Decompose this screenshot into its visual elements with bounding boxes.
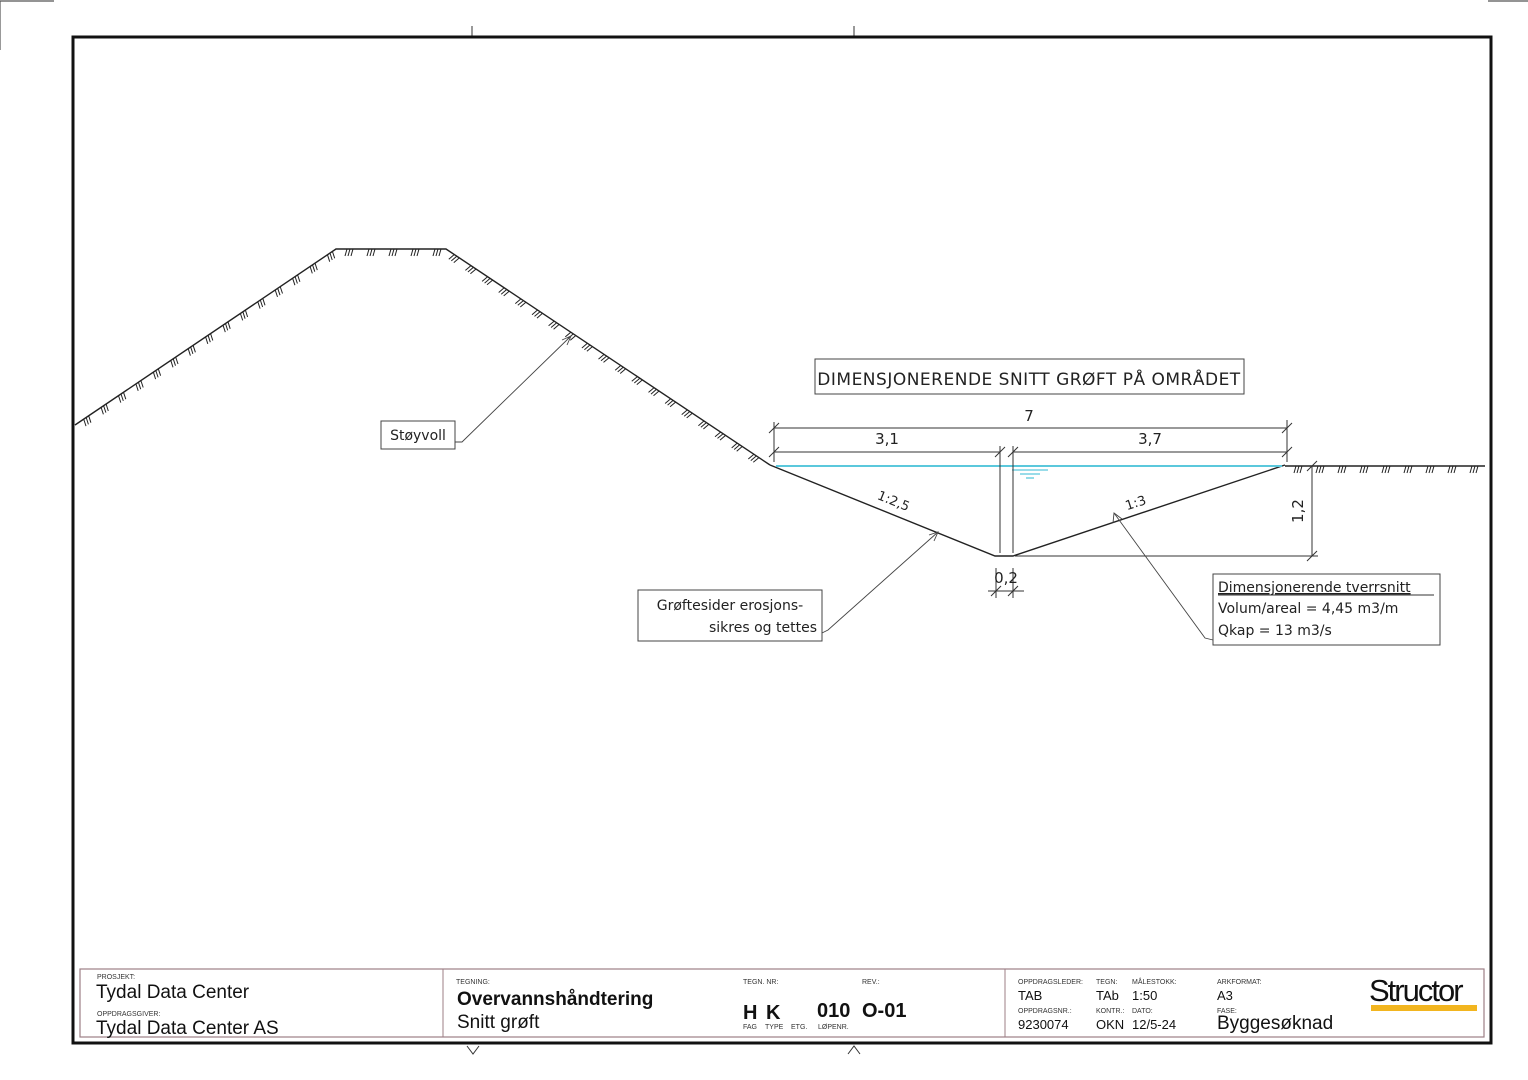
date-label: DATO: — [1132, 1008, 1153, 1015]
sequence-label: LØPENR. — [818, 1024, 849, 1031]
manager-value: TAB — [1018, 988, 1042, 1003]
floor-label: ETG. — [791, 1024, 807, 1031]
section-heading-text: DIMENSJONERENDE SNITT GRØFT PÅ OMRÅDET — [817, 368, 1241, 390]
project-name: Tydal Data Center — [96, 982, 250, 1003]
format-value: A3 — [1217, 988, 1233, 1003]
client-label: OPPDRAGSGIVER: — [97, 1011, 160, 1018]
manager-label: OPPDRAGSLEDER: — [1018, 979, 1083, 986]
drawing-frame — [71, 35, 1493, 1045]
drawn-value: TAb — [1096, 988, 1119, 1003]
dim-total-width: 7 — [1024, 407, 1034, 425]
callout-ditch-sides: Grøftesider erosjons- sikres og tettes — [637, 531, 939, 642]
discipline-label: FAG — [743, 1024, 757, 1031]
crest-hatching — [344, 248, 442, 257]
dimension-texts: 7 3,1 3,7 0,2 1,2 1:2,5 1:3 — [875, 407, 1307, 587]
revision-label: REV.: — [862, 979, 880, 986]
dim-depth: 1,2 — [1289, 499, 1307, 523]
format-label: ARKFORMAT: — [1217, 979, 1262, 986]
drawn-label: TEGN: — [1096, 979, 1117, 986]
dim-bottom-width: 0,2 — [994, 569, 1018, 587]
dim-left-width: 3,1 — [875, 430, 899, 448]
callout-embankment: Støyvoll — [380, 335, 572, 450]
drawing-title: Overvannshåndtering — [457, 989, 653, 1010]
back-slope-hatching — [448, 254, 760, 463]
dim-right-width: 3,7 — [1138, 430, 1162, 448]
logo-text: Structor — [1369, 973, 1463, 1008]
design-section-volume: Volum/areal = 4,45 m3/m — [1218, 601, 1398, 617]
slope-right-ratio: 1:3 — [1124, 493, 1149, 514]
job-number-value: 9230074 — [1018, 1017, 1069, 1032]
job-number-label: OPPDRAGSNR.: — [1018, 1008, 1072, 1015]
project-label: PROSJEKT: — [97, 974, 135, 981]
design-section-capacity: Qkap = 13 m3/s — [1218, 623, 1332, 639]
design-section-title: Dimensjonerende tverrsnitt — [1218, 580, 1411, 596]
checked-label: KONTR.: — [1096, 1008, 1124, 1015]
sequence-number: 010 — [817, 1000, 850, 1022]
section-heading: DIMENSJONERENDE SNITT GRØFT PÅ OMRÅDET — [814, 358, 1245, 395]
type-code: K — [766, 1002, 781, 1024]
callout-design-section: Dimensjonerende tverrsnitt Volum/areal =… — [1112, 512, 1441, 646]
terrain-profile — [74, 248, 1485, 557]
revision-code: O-01 — [862, 1000, 906, 1022]
callout-ditch-sides-line1: Grøftesider erosjons- — [657, 598, 803, 614]
ground-hatching — [1293, 465, 1479, 474]
dimension-lines — [768, 420, 1318, 598]
discipline-code: H — [743, 1002, 757, 1024]
type-label: TYPE — [765, 1024, 784, 1031]
drawing-label: TEGNING: — [456, 979, 490, 986]
slope-left-ratio: 1:2,5 — [875, 489, 912, 515]
phase-label: FASE: — [1217, 1008, 1237, 1015]
phase-value: Byggesøknad — [1217, 1013, 1333, 1034]
callout-ditch-sides-line2: sikres og tettes — [709, 620, 817, 636]
scale-label: MÅLESTOKK: — [1132, 977, 1177, 986]
callout-embankment-text: Støyvoll — [390, 428, 446, 444]
client-name: Tydal Data Center AS — [96, 1018, 279, 1039]
trim-marks — [0, 0, 1528, 50]
logo-bar — [1371, 1005, 1477, 1011]
checked-value: OKN — [1096, 1017, 1124, 1032]
date-value: 12/5-24 — [1132, 1017, 1176, 1032]
drawing-subtitle: Snitt grøft — [457, 1012, 540, 1033]
embankment-hatching — [83, 251, 336, 427]
title-block: PROSJEKT: Tydal Data Center OPPDRAGSGIVE… — [79, 968, 1485, 1039]
drawing-number-label: TEGN. NR: — [743, 979, 778, 986]
scale-value: 1:50 — [1132, 988, 1157, 1003]
centering-marks — [466, 1045, 861, 1055]
water-level — [776, 465, 1282, 479]
structor-logo: Structor — [1369, 973, 1477, 1011]
